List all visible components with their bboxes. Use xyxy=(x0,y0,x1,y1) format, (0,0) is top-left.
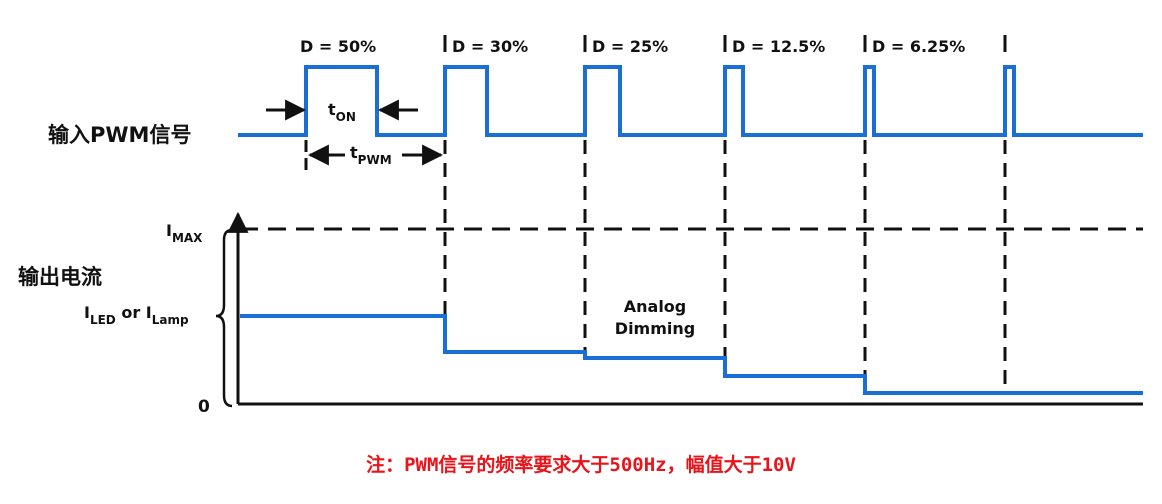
duty-label-12-5: D = 12.5% xyxy=(732,37,825,56)
period-ticks xyxy=(443,35,1007,52)
input-signal-label: 输入PWM信号 xyxy=(48,123,191,147)
output-current-label: 输出电流 xyxy=(18,265,102,289)
duty-label-30: D = 30% xyxy=(452,37,528,56)
y-brace-icon xyxy=(215,228,233,408)
t-pwm-dimension: tPWM xyxy=(304,140,444,172)
imax-label: IMAX xyxy=(166,221,203,245)
footnote: 注：PWM信号的频率要求大于500Hz，幅值大于10V xyxy=(366,454,796,476)
analog-dimming-line2: Dimming xyxy=(615,319,695,338)
iled-label: ILED or ILamp xyxy=(84,303,189,327)
duty-label-25: D = 25% xyxy=(592,37,668,56)
period-dashed-lines xyxy=(443,140,1007,393)
zero-label: 0 xyxy=(198,397,210,417)
duty-label-50: D = 50% xyxy=(300,37,376,56)
svg-text:tPWM: tPWM xyxy=(350,143,392,167)
output-current-waveform xyxy=(240,314,1143,395)
analog-dimming-line1: Analog xyxy=(624,297,687,316)
duty-label-6-25: D = 6.25% xyxy=(872,37,965,56)
pwm-waveform xyxy=(238,65,1143,137)
t-on-label: tON xyxy=(328,100,356,124)
